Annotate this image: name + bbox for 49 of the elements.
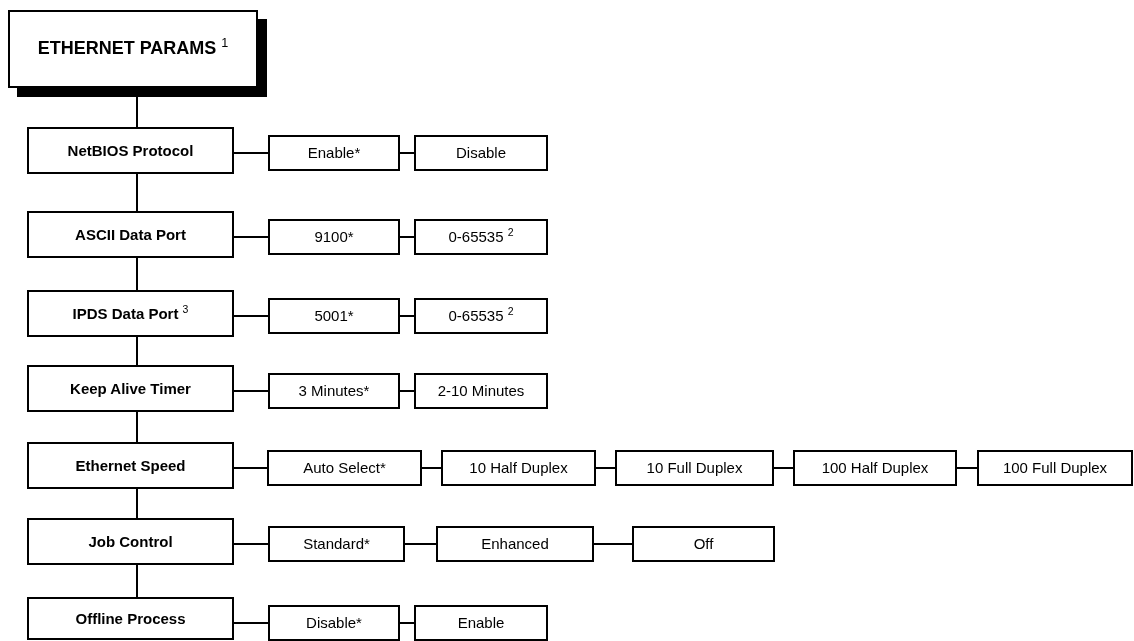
- option-box: 0-65535 $^{2}$: [414, 298, 548, 334]
- connector-line: [136, 411, 138, 443]
- option-box: 100 Full Duplex: [977, 450, 1133, 486]
- connector-line: [233, 390, 269, 392]
- option-box: Disable: [414, 135, 548, 171]
- connector-line: [233, 467, 268, 469]
- option-box: 5001*: [268, 298, 400, 334]
- menu-item-box: NetBIOS Protocol: [27, 127, 234, 174]
- connector-line: [136, 488, 138, 519]
- connector-line: [233, 543, 269, 545]
- option-box: Off: [632, 526, 775, 562]
- option-box: Standard*: [268, 526, 405, 562]
- connector-line: [399, 236, 415, 238]
- option-box: 9100*: [268, 219, 400, 255]
- connector-line: [956, 467, 978, 469]
- menu-item-box: Ethernet Speed: [27, 442, 234, 489]
- option-box: 10 Full Duplex: [615, 450, 774, 486]
- connector-line: [773, 467, 794, 469]
- connector-line: [593, 543, 633, 545]
- menu-item-box: Keep Alive Timer: [27, 365, 234, 412]
- option-box: 0-65535 $^{2}$: [414, 219, 548, 255]
- option-box: Disable*: [268, 605, 400, 641]
- connector-line: [233, 236, 269, 238]
- connector-line: [136, 564, 138, 598]
- connector-line: [399, 315, 415, 317]
- connector-line: [399, 390, 415, 392]
- option-box: Enhanced: [436, 526, 594, 562]
- connector-line: [595, 467, 616, 469]
- connector-line: [404, 543, 437, 545]
- menu-item-box: Offline Process: [27, 597, 234, 640]
- option-box: Auto Select*: [267, 450, 422, 486]
- connector-line: [421, 467, 442, 469]
- connector-line: [136, 336, 138, 366]
- connector-line: [399, 622, 415, 624]
- menu-item-box: IPDS Data Port $^{3}$: [27, 290, 234, 337]
- option-box: 100 Half Duplex: [793, 450, 957, 486]
- connector-line: [399, 152, 415, 154]
- option-box: 3 Minutes*: [268, 373, 400, 409]
- connector-line: [136, 257, 138, 291]
- option-box: 10 Half Duplex: [441, 450, 596, 486]
- connector-line: [136, 173, 138, 212]
- connector-line: [233, 152, 269, 154]
- connector-line: [233, 315, 269, 317]
- connector-line: [233, 622, 269, 624]
- menu-item-box: ASCII Data Port: [27, 211, 234, 258]
- option-box: Enable*: [268, 135, 400, 171]
- option-box: Enable: [414, 605, 548, 641]
- menu-item-box: Job Control: [27, 518, 234, 565]
- option-box: 2-10 Minutes: [414, 373, 548, 409]
